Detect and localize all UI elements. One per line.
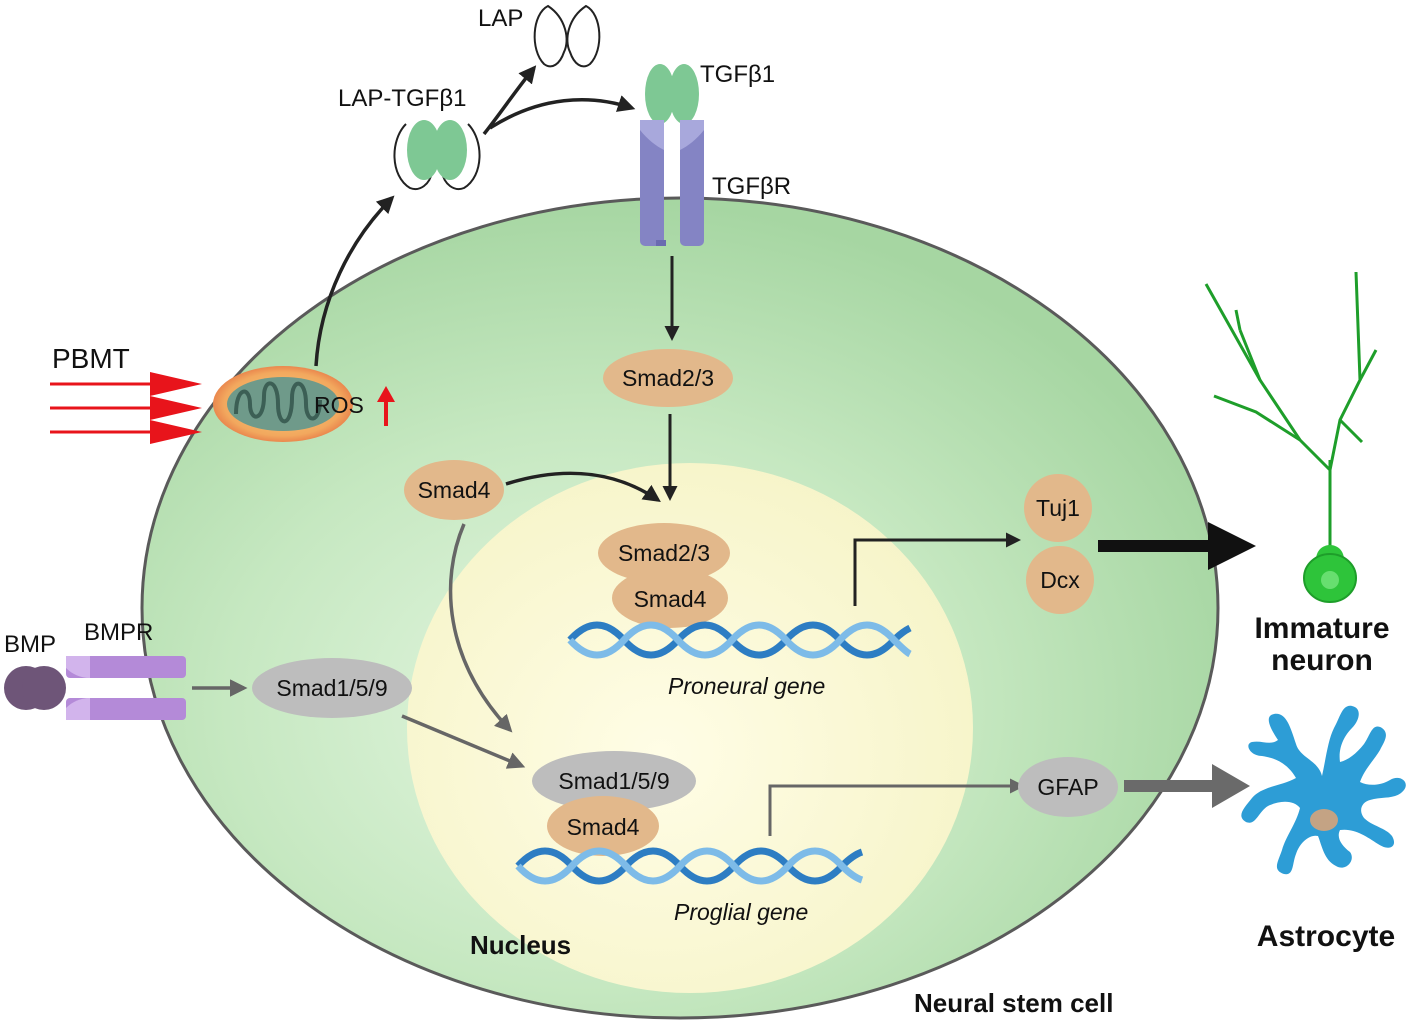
arrow-to-immature-neuron (1098, 522, 1256, 570)
smad23-top-label: Smad2/3 (622, 365, 714, 391)
ros-label: ROS (314, 392, 364, 418)
lap-tgfb1-label: LAP-TGFβ1 (338, 85, 467, 112)
arrow-proglial-to-gfap (768, 778, 1025, 836)
bmp-label: BMP (4, 631, 56, 658)
astrocyte-label: Astrocyte (1257, 920, 1395, 953)
gfap-protein (1018, 757, 1118, 817)
smad4-complex-top (612, 568, 728, 628)
tgfb1-label: TGFβ1 (700, 61, 775, 88)
smad4-cytoplasm (404, 460, 504, 520)
arrow-smad4-to-proglial-complex (448, 523, 513, 733)
arrow-smad159-to-complex (401, 714, 526, 769)
arrow-proneural-to-tuj1 (853, 532, 1021, 606)
smad4-free-label: Smad4 (418, 477, 491, 503)
smad159-complex-label: Smad1/5/9 (558, 768, 669, 794)
astrocyte-nucleus (1310, 809, 1338, 831)
smad4-complex-bottom (547, 796, 659, 856)
proglial-gene-label: Proglial gene (674, 899, 808, 925)
astrocyte-icon (1241, 705, 1406, 875)
smad159-cytoplasm (252, 658, 412, 718)
smad23-complex (598, 523, 730, 583)
dna-helix-proglial-icon (515, 847, 864, 885)
bmpr-receptor-icon (66, 656, 186, 720)
dna-helix-icon (567, 621, 912, 659)
nucleus-label: Nucleus (470, 930, 571, 960)
tgfbr-receptor-icon (640, 120, 704, 246)
neuron-nucleus (1321, 571, 1339, 589)
bmpr-label: BMPR (84, 619, 153, 646)
gfap-label: GFAP (1037, 774, 1098, 800)
smad4-complex-top-label: Smad4 (634, 586, 707, 612)
bmp-ligand-icon (4, 666, 66, 710)
dcx-protein (1026, 546, 1094, 614)
lap-tgfb1-complex-icon (393, 120, 481, 190)
smad159-complex (532, 751, 696, 811)
immature-neuron-label-2: neuron (1271, 644, 1373, 677)
tgfbr-label: TGFβR (712, 173, 791, 200)
tuj1-label: Tuj1 (1036, 495, 1080, 521)
smad23-complex-label: Smad2/3 (618, 540, 710, 566)
smad159-free-label: Smad1/5/9 (276, 675, 387, 701)
smad4-complex-bottom-label: Smad4 (567, 814, 640, 840)
lap-shell-icon (533, 4, 601, 68)
arrow-to-tgfb1 (489, 95, 636, 130)
ros-up-arrow-icon (377, 386, 395, 426)
pbmt-light-icon (50, 372, 202, 444)
arrow-smad4-to-proneural-complex (505, 471, 661, 502)
lap-label: LAP (478, 5, 523, 32)
tgfb1-icon (645, 64, 699, 124)
immature-neuron-label-1: Immature (1254, 612, 1389, 645)
proneural-gene-label: Proneural gene (668, 673, 825, 699)
mitochondrion-icon (213, 366, 353, 442)
tuj1-protein (1024, 474, 1092, 542)
arrow-ros-to-lap-tgfb1 (314, 195, 395, 367)
pbmt-label: PBMT (52, 343, 130, 374)
neural-stem-cell-label: Neural stem cell (914, 988, 1113, 1018)
neuron-icon (1204, 271, 1378, 560)
arrow-to-lap (482, 65, 537, 136)
smad23-cytoplasm (603, 349, 733, 407)
dcx-label: Dcx (1040, 567, 1080, 593)
arrow-to-astrocyte (1124, 764, 1250, 808)
